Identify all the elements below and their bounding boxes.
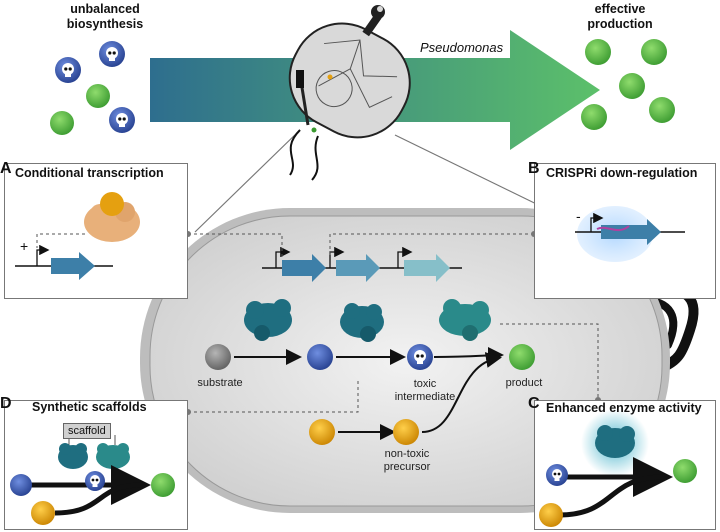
operon (262, 246, 462, 282)
right-label: effective production (587, 2, 653, 31)
enzyme-icon (244, 299, 292, 341)
toxic-label: toxic intermediate (394, 378, 456, 403)
panel-crispri: - (534, 163, 716, 299)
panel-c-title: Enhanced enzyme activity (546, 401, 702, 415)
left-label: unbalanced biosynthesis (66, 2, 144, 31)
screwdriver-icon (296, 70, 310, 126)
enzyme-icon (340, 303, 384, 342)
panel-b-title: CRISPRi down-regulation (546, 166, 698, 180)
panel-c-letter: C (528, 395, 540, 412)
panel-enhanced-enzyme (534, 400, 716, 530)
panel-d-title: Synthetic scaffolds (32, 400, 147, 414)
skull-icon (116, 113, 128, 127)
panel-b-letter: B (528, 160, 540, 177)
enzyme-icon (439, 299, 491, 341)
panel-d-letter: D (0, 395, 12, 412)
skull-icon (62, 63, 74, 77)
substrate-ball (205, 344, 231, 370)
panel-synthetic-scaffolds: scaffold (4, 400, 188, 530)
plus-sign: + (20, 238, 29, 254)
scaffold-label: scaffold (63, 423, 111, 439)
skull-icon (106, 47, 118, 61)
wrench-icon (362, 5, 385, 37)
panel-a-letter: A (0, 160, 12, 177)
substrate-label: substrate (197, 377, 243, 389)
small-cell (288, 22, 411, 139)
panel-a-title: Conditional transcription (15, 166, 164, 180)
organism-label: Pseudomonas (418, 40, 506, 55)
nontoxic-label: non-toxic precursor (383, 448, 431, 473)
minus-sign: - (576, 208, 581, 224)
product-label: product (505, 377, 543, 389)
panel-conditional-transcription: + (4, 163, 188, 299)
